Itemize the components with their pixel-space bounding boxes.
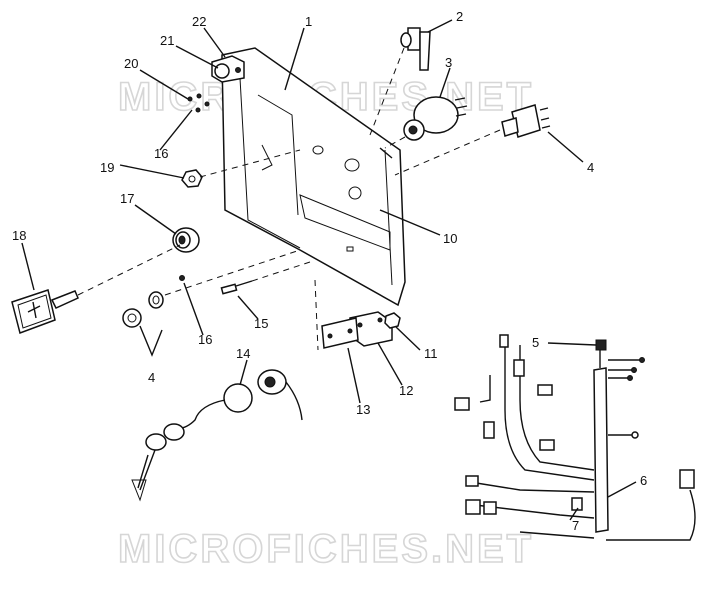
callout-16-lower: 16 [198, 332, 212, 347]
callout-21: 21 [160, 33, 174, 48]
nut-17 [172, 227, 200, 253]
callout-22: 22 [192, 14, 206, 29]
callout-19: 19 [100, 160, 114, 175]
callout-5: 5 [532, 335, 539, 350]
callout-7: 7 [572, 518, 579, 533]
leader-lines [21, 19, 637, 521]
callout-18: 18 [12, 228, 26, 243]
callout-12: 12 [399, 383, 413, 398]
dash-panel [221, 47, 406, 307]
callout-17: 17 [120, 191, 134, 206]
callout-4-upper: 4 [587, 160, 594, 175]
plate-13 [321, 317, 359, 349]
callout-10: 10 [443, 231, 457, 246]
watermark-bottom: MICROFICHES.NET [118, 527, 534, 571]
nut-19 [181, 169, 203, 188]
ignition-switch-3 [403, 96, 468, 141]
switch-bezel-4-lower [122, 291, 164, 328]
callout-6: 6 [640, 473, 647, 488]
callout-15: 15 [254, 316, 268, 331]
screw-16-lower [179, 275, 185, 281]
callout-11: 11 [424, 346, 438, 361]
switch-2 [400, 27, 431, 71]
wiring-harness [454, 334, 696, 541]
callout-13: 13 [356, 402, 370, 417]
tether-switch-14 [131, 369, 303, 502]
callout-14: 14 [236, 346, 250, 361]
ignition-key-18 [11, 289, 79, 334]
callout-2: 2 [456, 9, 463, 24]
callout-3: 3 [445, 55, 452, 70]
toggle-switch-4-upper [501, 104, 551, 138]
screw-16-top [195, 101, 210, 113]
callout-1: 1 [305, 14, 312, 29]
screw-15 [220, 280, 253, 295]
nut-11 [384, 312, 401, 329]
callout-16-upper: 16 [154, 146, 168, 161]
callout-20: 20 [124, 56, 138, 71]
bracket-22 [211, 55, 245, 83]
callout-numbers: 1 2 3 4 4 5 6 7 10 11 12 13 14 15 16 16 … [12, 9, 647, 533]
callout-4-lower: 4 [148, 370, 155, 385]
